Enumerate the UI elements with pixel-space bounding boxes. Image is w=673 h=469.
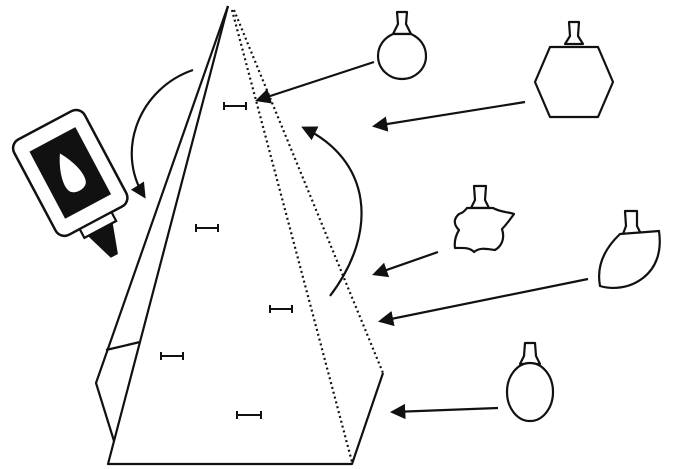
slot-mark: [161, 352, 183, 360]
cone-slot-marks: [161, 102, 292, 419]
glue-bottle-icon: [10, 106, 150, 274]
paper-cone: [96, 6, 383, 464]
cone-seam-flap: [96, 6, 228, 441]
arrow-star-ornament: [375, 252, 438, 274]
arrow-hexagon-ornament: [375, 102, 525, 126]
curved-arrow-fold: [304, 128, 362, 296]
round-ornament-icon: [378, 12, 426, 79]
slot-mark: [224, 102, 246, 110]
arrow-oval-ornament: [393, 408, 498, 412]
arrow-leaf-ornament: [381, 279, 588, 321]
slot-mark: [270, 305, 292, 313]
slot-mark: [196, 224, 218, 232]
hexagon-ornament-icon: [535, 22, 613, 117]
ornament-shapes: [378, 12, 660, 421]
slot-mark: [237, 411, 261, 419]
cone-dotted-fold-front: [232, 10, 352, 462]
arrow-round-ornament: [258, 62, 374, 100]
cone-dotted-fold-back: [234, 10, 383, 373]
leaf-ornament-icon: [599, 211, 660, 288]
cone-outline: [108, 6, 383, 464]
star-ornament-icon: [455, 186, 514, 252]
oval-ornament-icon: [507, 343, 553, 421]
